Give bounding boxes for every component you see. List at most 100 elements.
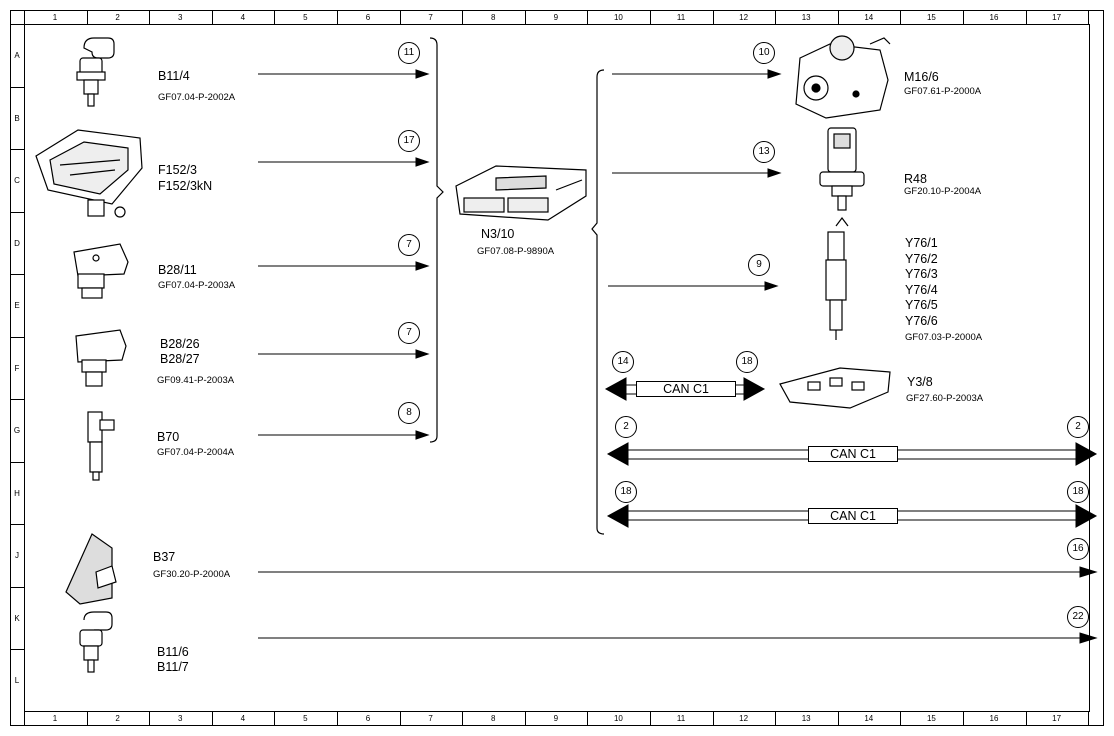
grid-column-number: 4 xyxy=(240,714,246,723)
pedal-b37-drawing xyxy=(65,533,117,605)
b37-doc[interactable]: GF30.20-P-2000A xyxy=(153,569,231,580)
grid-column-number: 1 xyxy=(52,13,58,22)
grid-column-number: 2 xyxy=(115,714,120,723)
y76-6-label: Y76/6 xyxy=(905,314,938,328)
grid-column-number: 1 xyxy=(52,714,58,723)
b28-26-doc[interactable]: GF09.41-P-2003A xyxy=(157,375,235,386)
actuator-m16-6-drawing xyxy=(795,35,891,119)
ref-circle[interactable]: 2 xyxy=(1067,416,1089,438)
y76-doc[interactable]: GF07.03-P-2000A xyxy=(905,332,983,343)
grid-row-letter: E xyxy=(14,301,20,310)
r48-label: R48 xyxy=(904,172,927,186)
grid-column-number: 13 xyxy=(801,13,811,22)
grid-column-number: 13 xyxy=(801,714,811,723)
f152-3kn-label: F152/3kN xyxy=(158,179,213,193)
grid-column-number: 6 xyxy=(365,13,371,22)
m16-6-doc[interactable]: GF07.61-P-2000A xyxy=(904,86,982,97)
b11-6-label: B11/6 xyxy=(157,645,189,659)
grid-column-number: 4 xyxy=(240,13,246,22)
fuse-module-drawing xyxy=(35,129,143,218)
output-bracket xyxy=(591,69,605,535)
ref-circle[interactable]: 18 xyxy=(1067,481,1089,503)
can-c1-label: CAN C1 xyxy=(808,446,898,462)
grid-column-number: 12 xyxy=(739,13,749,22)
grid-column-number: 9 xyxy=(553,714,559,723)
y76-5-label: Y76/5 xyxy=(905,298,938,312)
ref-circle[interactable]: 18 xyxy=(615,481,637,503)
grid-column-number: 10 xyxy=(613,13,623,22)
grid-column-number: 7 xyxy=(428,714,433,723)
ref-circle[interactable]: 7 xyxy=(398,322,420,344)
grid-column-number: 2 xyxy=(115,13,120,22)
ref-circle[interactable]: 2 xyxy=(615,416,637,438)
grid-column-number: 10 xyxy=(613,714,623,723)
grid-row-letter: K xyxy=(14,613,20,623)
ref-circle[interactable]: 18 xyxy=(736,351,758,373)
b70-doc[interactable]: GF07.04-P-2004A xyxy=(157,447,235,458)
grid-column-number: 15 xyxy=(926,13,936,22)
ref-circle[interactable]: 16 xyxy=(1067,538,1089,560)
grid-row-letter: G xyxy=(13,426,21,435)
can-c1-label: CAN C1 xyxy=(808,508,898,524)
ref-circle[interactable]: 17 xyxy=(398,130,420,152)
grid-row-letter: J xyxy=(15,551,19,560)
ref-circle[interactable]: 11 xyxy=(398,42,420,64)
b11-7-label: B11/7 xyxy=(157,660,189,674)
y76-2-label: Y76/2 xyxy=(905,252,938,266)
b37-label: B37 xyxy=(153,550,176,564)
controller-label: N3/10 xyxy=(481,227,515,241)
grid-column-number: 16 xyxy=(989,714,999,723)
y76-1-label: Y76/1 xyxy=(905,236,938,250)
b28-11-label: B28/11 xyxy=(158,263,197,277)
controller-n3-10-drawing xyxy=(455,165,587,221)
sensor-b11-6-drawing xyxy=(79,611,113,673)
ref-circle[interactable]: 14 xyxy=(612,351,634,373)
grid-row-letter: C xyxy=(14,176,20,185)
grid-column-number: 8 xyxy=(490,714,496,723)
grid-column-number: 9 xyxy=(553,13,559,22)
injector-y76-drawing xyxy=(825,217,849,340)
ref-circle[interactable]: 10 xyxy=(753,42,775,64)
grid-row-letter: D xyxy=(14,238,20,248)
grid-row-letter: L xyxy=(14,676,20,685)
ref-circle[interactable]: 8 xyxy=(398,402,420,424)
ref-circle[interactable]: 13 xyxy=(753,141,775,163)
can-c1-label: CAN C1 xyxy=(636,381,736,397)
grid-column-number: 17 xyxy=(1052,13,1062,22)
b28-11-doc[interactable]: GF07.04-P-2003A xyxy=(158,280,236,291)
grid-row-letter: A xyxy=(14,51,20,60)
m16-6-label: M16/6 xyxy=(904,70,939,84)
grid-column-number: 17 xyxy=(1052,714,1062,723)
r48-doc[interactable]: GF20.10-P-2004A xyxy=(904,186,982,197)
sensor-b28-11-drawing xyxy=(73,243,129,299)
grid-column-number: 11 xyxy=(676,714,686,723)
y76-3-label: Y76/3 xyxy=(905,267,938,281)
heater-r48-drawing xyxy=(819,127,865,211)
ref-circle[interactable]: 7 xyxy=(398,234,420,256)
sensor-b70-drawing xyxy=(87,411,115,481)
grid-column-number: 3 xyxy=(177,714,183,723)
b70-label: B70 xyxy=(157,430,180,444)
y3-8-doc[interactable]: GF27.60-P-2003A xyxy=(906,393,984,404)
valve-body-y3-8-drawing xyxy=(779,367,891,409)
sensor-b28-26-drawing xyxy=(75,329,127,387)
grid-column-number: 15 xyxy=(926,714,936,723)
controller-doc[interactable]: GF07.08-P-9890A xyxy=(477,246,555,257)
y76-4-label: Y76/4 xyxy=(905,283,938,297)
ref-circle[interactable]: 9 xyxy=(748,254,770,276)
grid-column-number: 12 xyxy=(739,714,749,723)
grid-column-number: 11 xyxy=(676,13,686,22)
b11-4-doc[interactable]: GF07.04-P-2002A xyxy=(158,92,236,103)
b28-26-label: B28/26 xyxy=(160,337,200,351)
grid-row-letter: H xyxy=(14,488,20,498)
grid-column-number: 3 xyxy=(177,13,183,22)
ref-circle[interactable]: 22 xyxy=(1067,606,1089,628)
sensor-b11-4-drawing xyxy=(76,37,115,107)
grid-row-letter: B xyxy=(14,113,20,123)
grid-column-number: 14 xyxy=(864,714,874,723)
b11-4-label: B11/4 xyxy=(158,69,190,83)
f152-3-label: F152/3 xyxy=(158,163,197,177)
grid-column-number: 14 xyxy=(864,13,874,22)
